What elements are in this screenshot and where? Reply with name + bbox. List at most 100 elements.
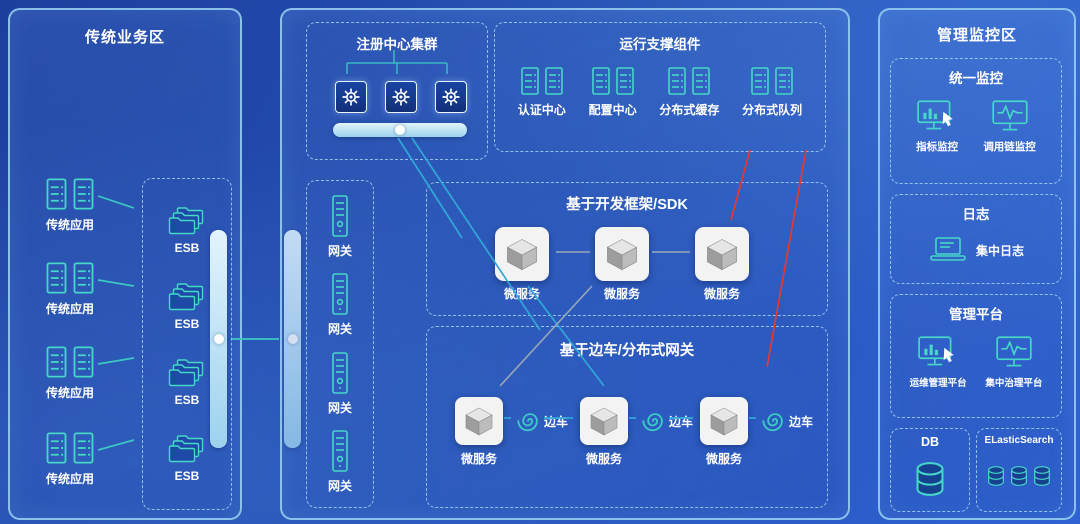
server-rack-pair-icon — [44, 344, 96, 380]
microservice-zone-panel: 注册中心集群 运行支撑组件 认证中心 配置中心 — [280, 8, 850, 520]
sidecar-spiral-icon — [515, 408, 541, 434]
sidecar-service-group: 微服务 — [580, 397, 628, 467]
esb-node: ESB — [168, 281, 206, 331]
sdk-microservice-node: 微服务 — [595, 227, 649, 302]
database-cylinder-icon — [986, 463, 1006, 489]
esb-node: ESB — [168, 357, 206, 407]
unified-monitoring-title: 统一监控 — [949, 71, 1003, 86]
runtime-component-label: 认证中心 — [517, 103, 566, 117]
governance-platform-label: 集中治理平台 — [985, 378, 1043, 389]
runtime-component: 分布式队列 — [742, 65, 802, 118]
metrics-monitoring-node: 指标监控 — [916, 99, 958, 154]
sidecar-zone-box: 基于边车/分布式网关 微服务 边车 微服务 边车 — [426, 326, 828, 508]
runtime-support-box: 运行支撑组件 认证中心 配置中心 分布式缓存 分布式队列 — [494, 22, 826, 152]
sidecar-service-group: 微服务 — [700, 397, 748, 467]
db-node — [891, 459, 969, 499]
management-zone-panel: 管理监控区 统一监控 指标监控 调用链监控 日志 集中日志 管 — [878, 8, 1076, 520]
cube-icon — [462, 404, 496, 438]
server-rack-pair-icon — [590, 65, 636, 97]
microservice-cube — [495, 227, 549, 281]
elasticsearch-label: ELasticSearch — [984, 435, 1054, 446]
traditional-app-node: 传统应用 — [24, 260, 116, 317]
management-platform-items: 运维管理平台 集中治理平台 — [891, 335, 1061, 389]
monitor-chart-icon — [917, 335, 959, 371]
management-platform-title: 管理平台 — [949, 307, 1003, 322]
runtime-component: 配置中心 — [589, 65, 637, 118]
gateway-column-box: 网关 网关 网关 网关 — [306, 180, 374, 508]
server-tower-icon — [329, 351, 351, 395]
sidecar-spiral-icon — [640, 408, 666, 434]
esb-label: ESB — [174, 317, 200, 331]
traditional-app-node: 传统应用 — [24, 344, 116, 401]
esb-label: ESB — [174, 393, 200, 407]
gateway-label: 网关 — [327, 478, 352, 493]
microservice-cube — [580, 397, 628, 445]
traditional-zone-panel: 传统业务区 传统应用 传统应用 传统应用 传统应用 ESB ESB — [8, 8, 242, 520]
db-box: DB — [890, 428, 970, 512]
gear-icon — [341, 87, 361, 107]
runtime-support-title: 运行支撑组件 — [619, 37, 701, 52]
cube-icon — [587, 404, 621, 438]
registry-node — [385, 81, 417, 113]
microservice-label: 微服务 — [603, 287, 640, 301]
runtime-component-label: 分布式缓存 — [659, 103, 720, 117]
server-rack-pair-icon — [666, 65, 712, 97]
folder-stack-icon — [168, 205, 206, 237]
monitor-chart-icon — [916, 99, 958, 135]
sidecar-label: 边车 — [789, 415, 814, 429]
esb-label: ESB — [174, 241, 200, 255]
microservice-cube — [595, 227, 649, 281]
microservice-label: 微服务 — [703, 287, 740, 301]
trace-monitoring-node: 调用链监控 — [983, 99, 1036, 154]
cube-icon — [503, 235, 541, 273]
database-cylinder-icon — [1009, 463, 1029, 489]
monitor-pulse-icon — [989, 99, 1031, 135]
bus-bar-left — [210, 230, 227, 448]
server-tower-icon — [329, 429, 351, 473]
traditional-app-label: 传统应用 — [45, 472, 94, 486]
folder-stack-icon — [168, 433, 206, 465]
cube-icon — [603, 235, 641, 273]
gateway-label: 网关 — [327, 244, 352, 259]
cube-icon — [707, 404, 741, 438]
gateway-label: 网关 — [327, 400, 352, 415]
esb-label: ESB — [174, 469, 200, 483]
esb-node: ESB — [168, 433, 206, 483]
sidecar-zone-title: 基于边车/分布式网关 — [559, 343, 695, 359]
load-balancer-dot — [395, 125, 405, 135]
folder-stack-icon — [168, 357, 206, 389]
server-rack-pair-icon — [749, 65, 795, 97]
central-logs-label: 集中日志 — [975, 243, 1024, 258]
microservice-cube — [695, 227, 749, 281]
gateway-label: 网关 — [327, 322, 352, 337]
sidecar-label: 边车 — [544, 415, 569, 429]
logs-title: 日志 — [962, 207, 990, 222]
runtime-component-label: 配置中心 — [588, 103, 637, 117]
load-balancer-bar — [333, 123, 467, 137]
bus-bar-dot — [287, 334, 298, 344]
registry-cluster-box: 注册中心集群 — [306, 22, 488, 160]
metrics-monitoring-label: 指标监控 — [916, 141, 959, 153]
registry-cluster-title: 注册中心集群 — [356, 37, 438, 52]
database-cylinder-icon — [1032, 463, 1052, 489]
bus-bar-right — [284, 230, 301, 448]
folder-stack-icon — [168, 281, 206, 313]
gateway-node: 网关 — [328, 351, 352, 416]
sdk-zone-box: 基于开发框架/SDK 微服务 微服务 微服务 — [426, 182, 828, 316]
traditional-app-node: 传统应用 — [24, 430, 116, 487]
gateway-node: 网关 — [328, 194, 352, 259]
monitor-pulse-icon — [993, 335, 1035, 371]
central-logs-node: 集中日志 — [891, 235, 1061, 265]
microservice-cube — [700, 397, 748, 445]
microservice-label: 微服务 — [705, 452, 742, 466]
traditional-zone-title: 传统业务区 — [84, 29, 165, 46]
esb-group-box: ESB ESB ESB ESB — [142, 178, 232, 510]
runtime-component-label: 分布式队列 — [742, 103, 803, 117]
traditional-app-label: 传统应用 — [45, 386, 94, 400]
sidecar-label: 边车 — [669, 415, 694, 429]
elasticsearch-node — [977, 463, 1061, 489]
ops-platform-node: 运维管理平台 — [910, 335, 967, 389]
gear-icon — [441, 87, 461, 107]
server-rack-pair-icon — [44, 176, 96, 212]
server-rack-pair-icon — [44, 260, 96, 296]
